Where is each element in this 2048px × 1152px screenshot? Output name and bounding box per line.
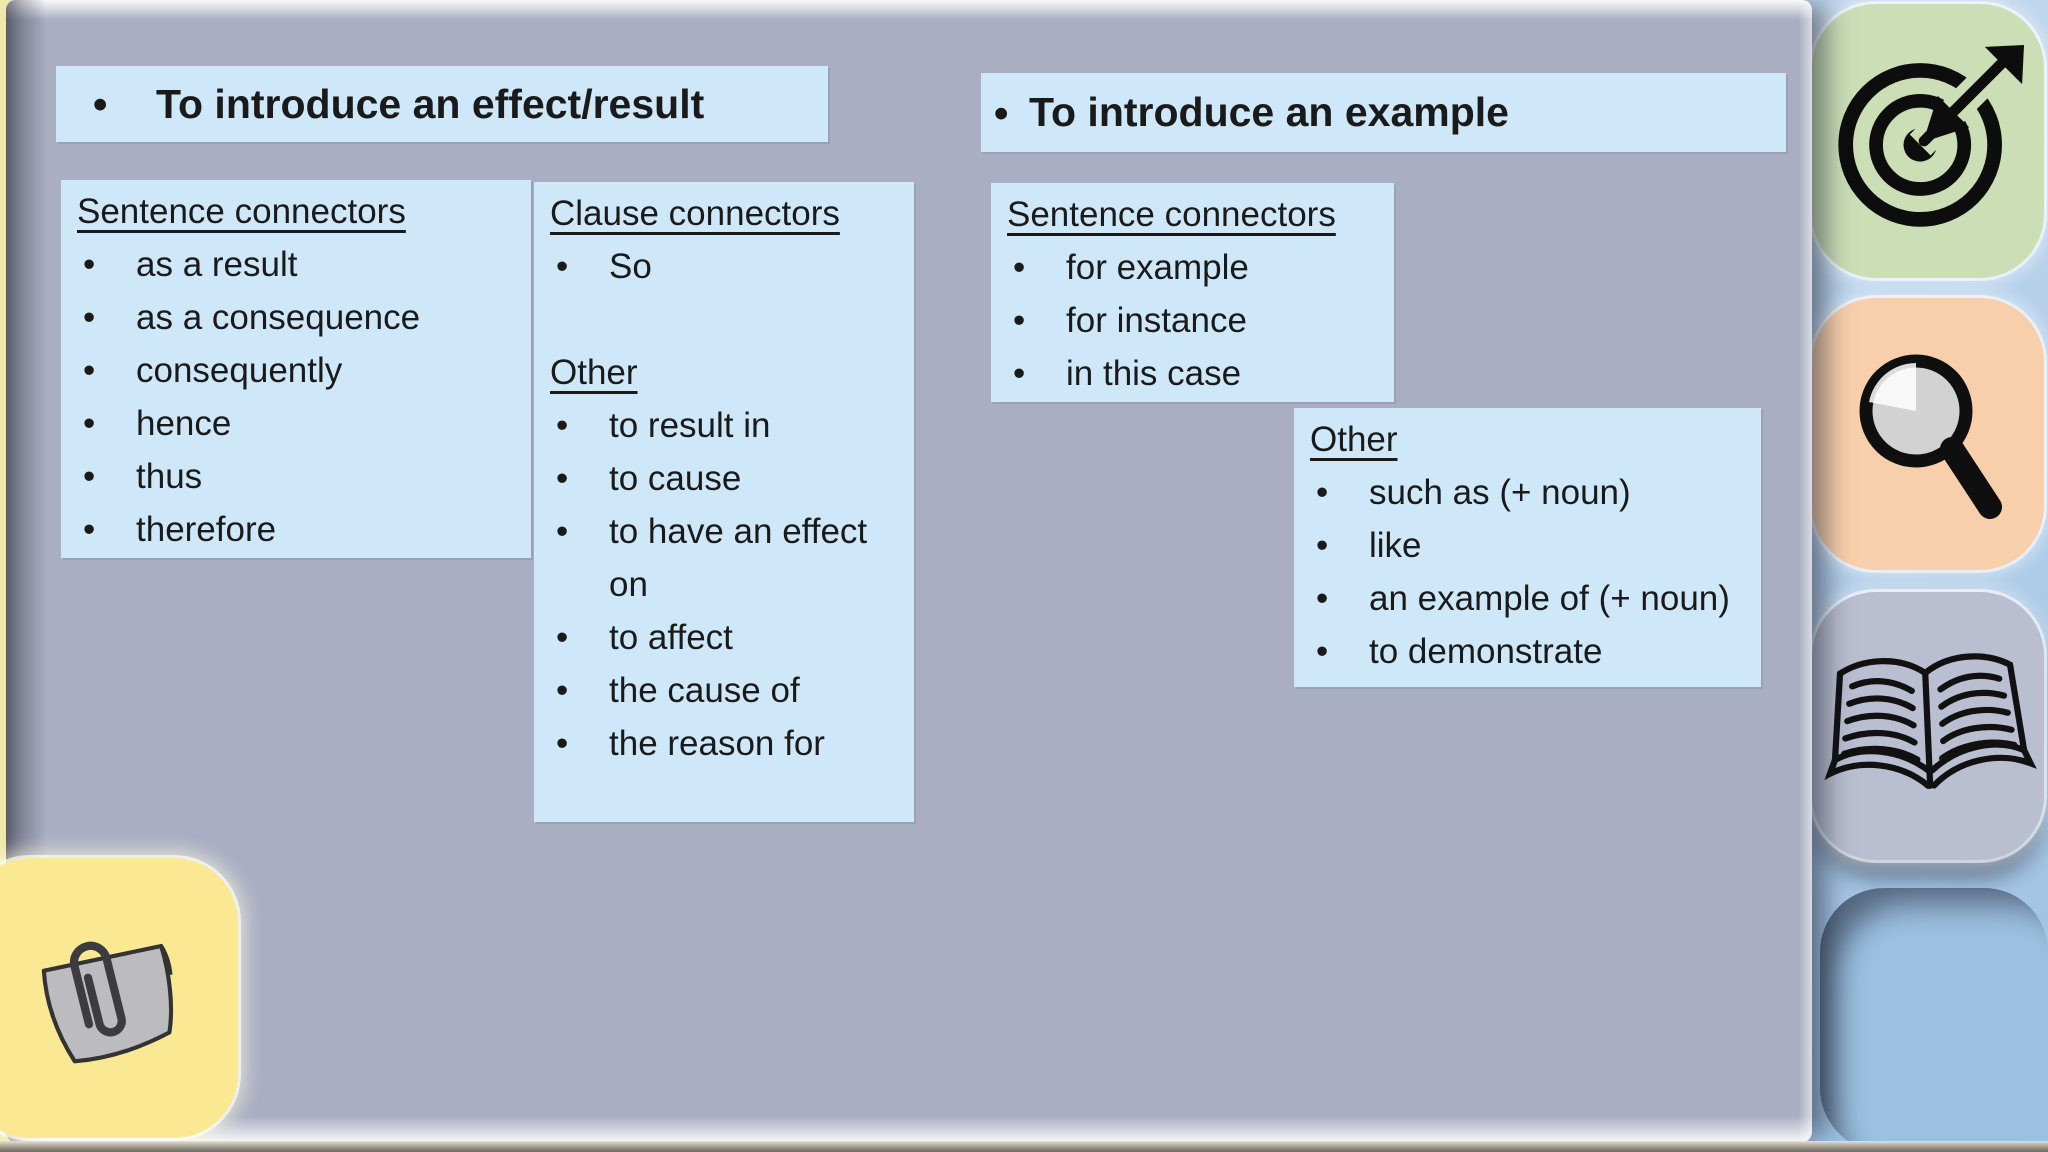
- bullet-icon: •: [1316, 579, 1329, 618]
- slide-bottom-edge: [0, 1141, 2048, 1152]
- bullet-icon: •: [83, 404, 96, 443]
- list-item: • hence: [61, 397, 531, 450]
- list-item: • consequently: [61, 344, 531, 397]
- bullet-icon: •: [556, 247, 569, 286]
- list-item: • So: [534, 240, 914, 293]
- bullet-icon: •: [1316, 632, 1329, 671]
- bullet-icon: •: [1013, 354, 1026, 393]
- list-heading: Clause connectors: [550, 194, 840, 233]
- list-item: • in this case: [991, 347, 1394, 400]
- bullet-icon: •: [83, 510, 96, 549]
- tab-search[interactable]: [1812, 298, 2044, 570]
- sentence-connectors-box-1: Sentence connectors • as a result • as a…: [61, 180, 531, 558]
- list-item: • for instance: [991, 294, 1394, 347]
- bullet-icon: •: [1316, 526, 1329, 565]
- target-icon: [1838, 43, 2026, 227]
- tab-attachment[interactable]: [0, 858, 238, 1138]
- list-item: • to have an effect on: [534, 505, 914, 611]
- list-item: • therefore: [61, 503, 531, 556]
- open-book-icon: [1824, 653, 2037, 789]
- bullet-icon: •: [1013, 301, 1026, 340]
- list-heading: Sentence connectors: [77, 192, 406, 231]
- magnifier-icon: [1859, 354, 2002, 519]
- bullet-icon: •: [556, 406, 569, 445]
- bullet-list: • for example • for instance • in this c…: [991, 241, 1394, 400]
- section-title: To introduce an effect/result: [156, 80, 705, 127]
- list-item: • thus: [61, 450, 531, 503]
- list-item: • the reason for: [534, 717, 914, 770]
- tab-blank[interactable]: [1820, 888, 2048, 1152]
- bullet-icon: •: [1013, 248, 1026, 287]
- bullet-icon: •: [1316, 473, 1329, 512]
- list-item: • like: [1294, 519, 1761, 572]
- list-item: • as a consequence: [61, 291, 531, 344]
- bullet-icon: •: [556, 671, 569, 710]
- bullet-list: • such as (+ noun) • like • an example o…: [1294, 466, 1761, 678]
- sentence-connectors-box-2: Sentence connectors • for example • for …: [991, 183, 1394, 402]
- slide-panel: • To introduce an effect/result Sentence…: [6, 0, 1812, 1142]
- title-box-effect-result: • To introduce an effect/result: [56, 66, 828, 142]
- bullet-icon: •: [556, 512, 569, 551]
- bullet-icon: •: [83, 245, 96, 284]
- other-box-2: Other • such as (+ noun) • like •: [1294, 408, 1761, 687]
- bullet-icon: •: [83, 298, 96, 337]
- list-item: • such as (+ noun): [1294, 466, 1761, 519]
- clause-connectors-box: Clause connectors • So Other • to result…: [534, 182, 914, 822]
- list-item: • to result in: [534, 399, 914, 452]
- bullet-list: • as a result • as a consequence • conse…: [61, 238, 531, 556]
- bullet-list: • to result in • to cause • to have an e…: [534, 399, 914, 770]
- list-item: • for example: [991, 241, 1394, 294]
- tab-target[interactable]: [1812, 4, 2044, 278]
- bullet-icon: •: [556, 459, 569, 498]
- list-heading: Other: [1310, 420, 1398, 459]
- bullet-icon: •: [83, 351, 96, 390]
- section-title: To introduce an example: [1029, 89, 1509, 135]
- list-item: • to demonstrate: [1294, 625, 1761, 678]
- tab-book[interactable]: [1812, 592, 2044, 860]
- list-heading: Sentence connectors: [1007, 195, 1336, 234]
- blank-line: [534, 293, 914, 346]
- bullet-icon: •: [83, 457, 96, 496]
- list-item: • to affect: [534, 611, 914, 664]
- left-edge-strip: [0, 0, 10, 1144]
- list-item: • as a result: [61, 238, 531, 291]
- note-with-paperclip-icon: [41, 941, 173, 1063]
- bullet-list: • So: [534, 240, 914, 293]
- list-item: • to cause: [534, 452, 914, 505]
- list-item: • the cause of: [534, 664, 914, 717]
- title-box-example: • To introduce an example: [981, 73, 1786, 152]
- list-item: • an example of (+ noun): [1294, 572, 1761, 625]
- bullet-icon: •: [556, 618, 569, 657]
- bullet-icon: •: [556, 724, 569, 763]
- list-heading: Other: [550, 353, 638, 392]
